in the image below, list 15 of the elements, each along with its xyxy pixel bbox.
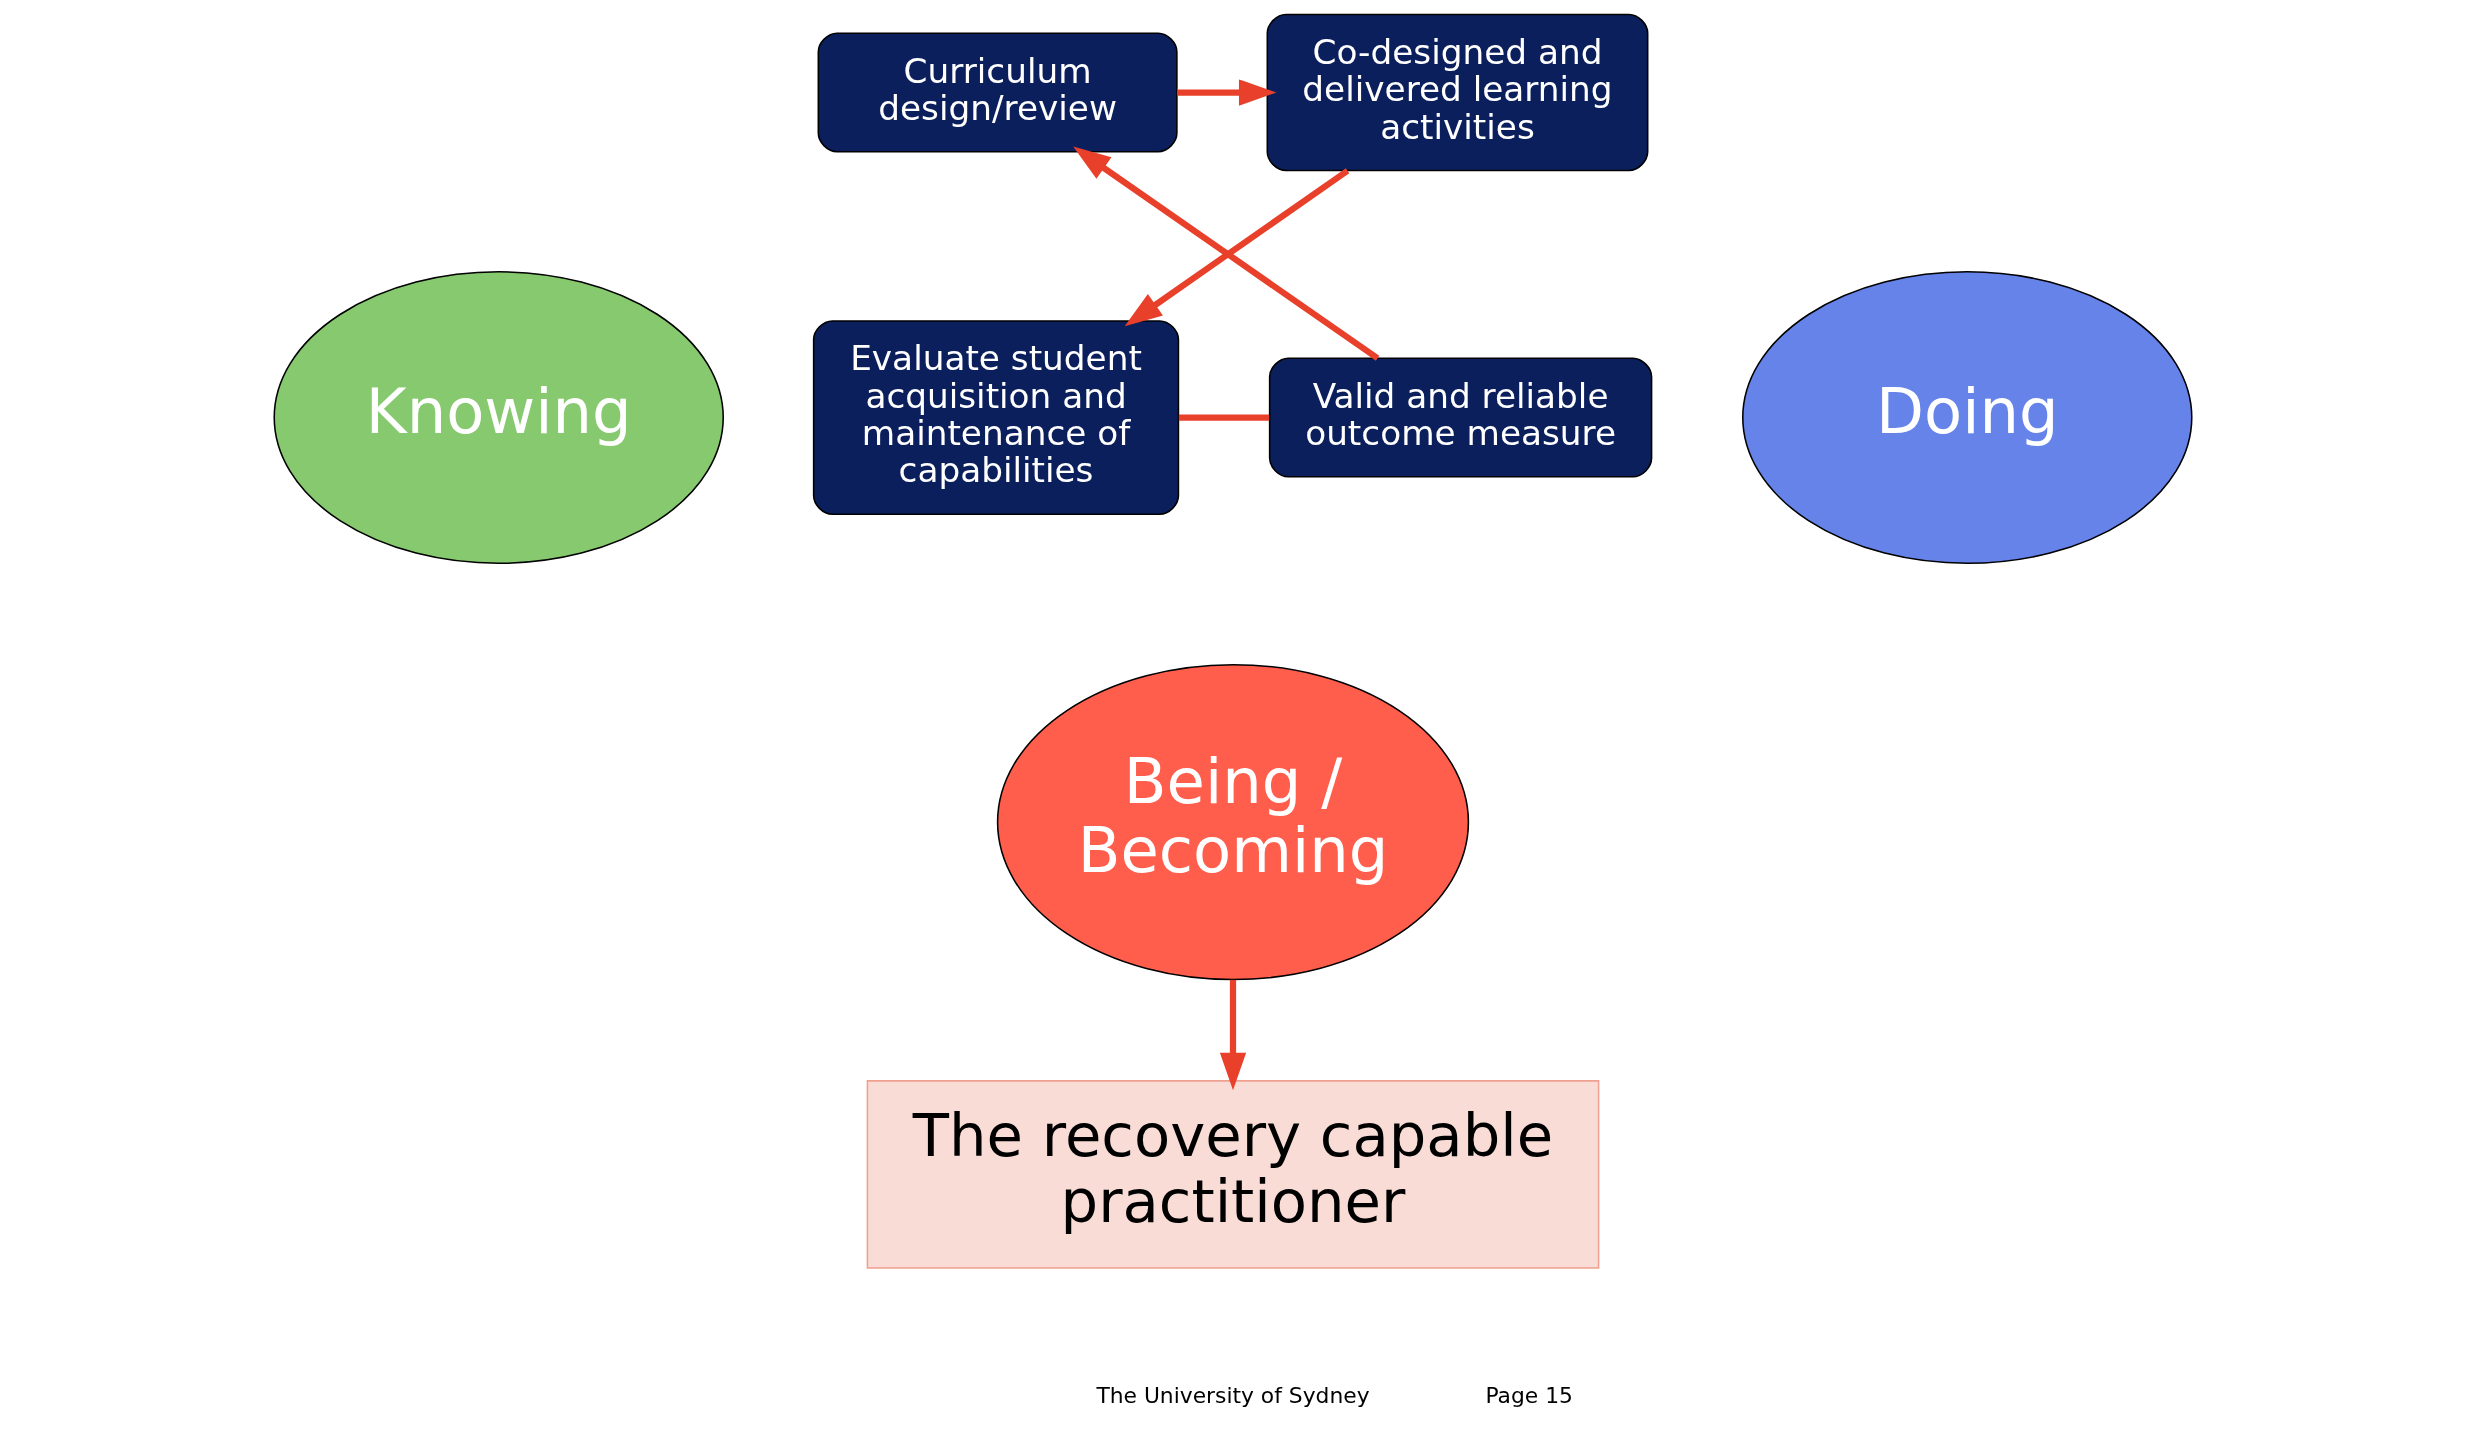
label: Page 15 [1484, 1383, 1573, 1409]
node-ellipse: Knowing [272, 271, 724, 565]
node-ellipse: Being / Becoming [996, 663, 1469, 981]
arrow [1176, 79, 1276, 106]
node-ellipse: Doing [1741, 271, 2193, 565]
node-box: Co-designed and delivered learning activities [1266, 13, 1648, 172]
arrow [1072, 146, 1379, 361]
node-box: Curriculum design/review [817, 32, 1178, 153]
arrow [1124, 168, 1349, 327]
node-box: Valid and reliable outcome measure [1268, 357, 1652, 478]
arrow [1219, 979, 1246, 1091]
node-box: The recovery capable practitioner [866, 1080, 1599, 1269]
connector [1178, 414, 1269, 421]
label: The University of Sydney [1095, 1383, 1370, 1409]
node-box: Evaluate student acquisition and maintenance of capabilities [812, 320, 1179, 515]
